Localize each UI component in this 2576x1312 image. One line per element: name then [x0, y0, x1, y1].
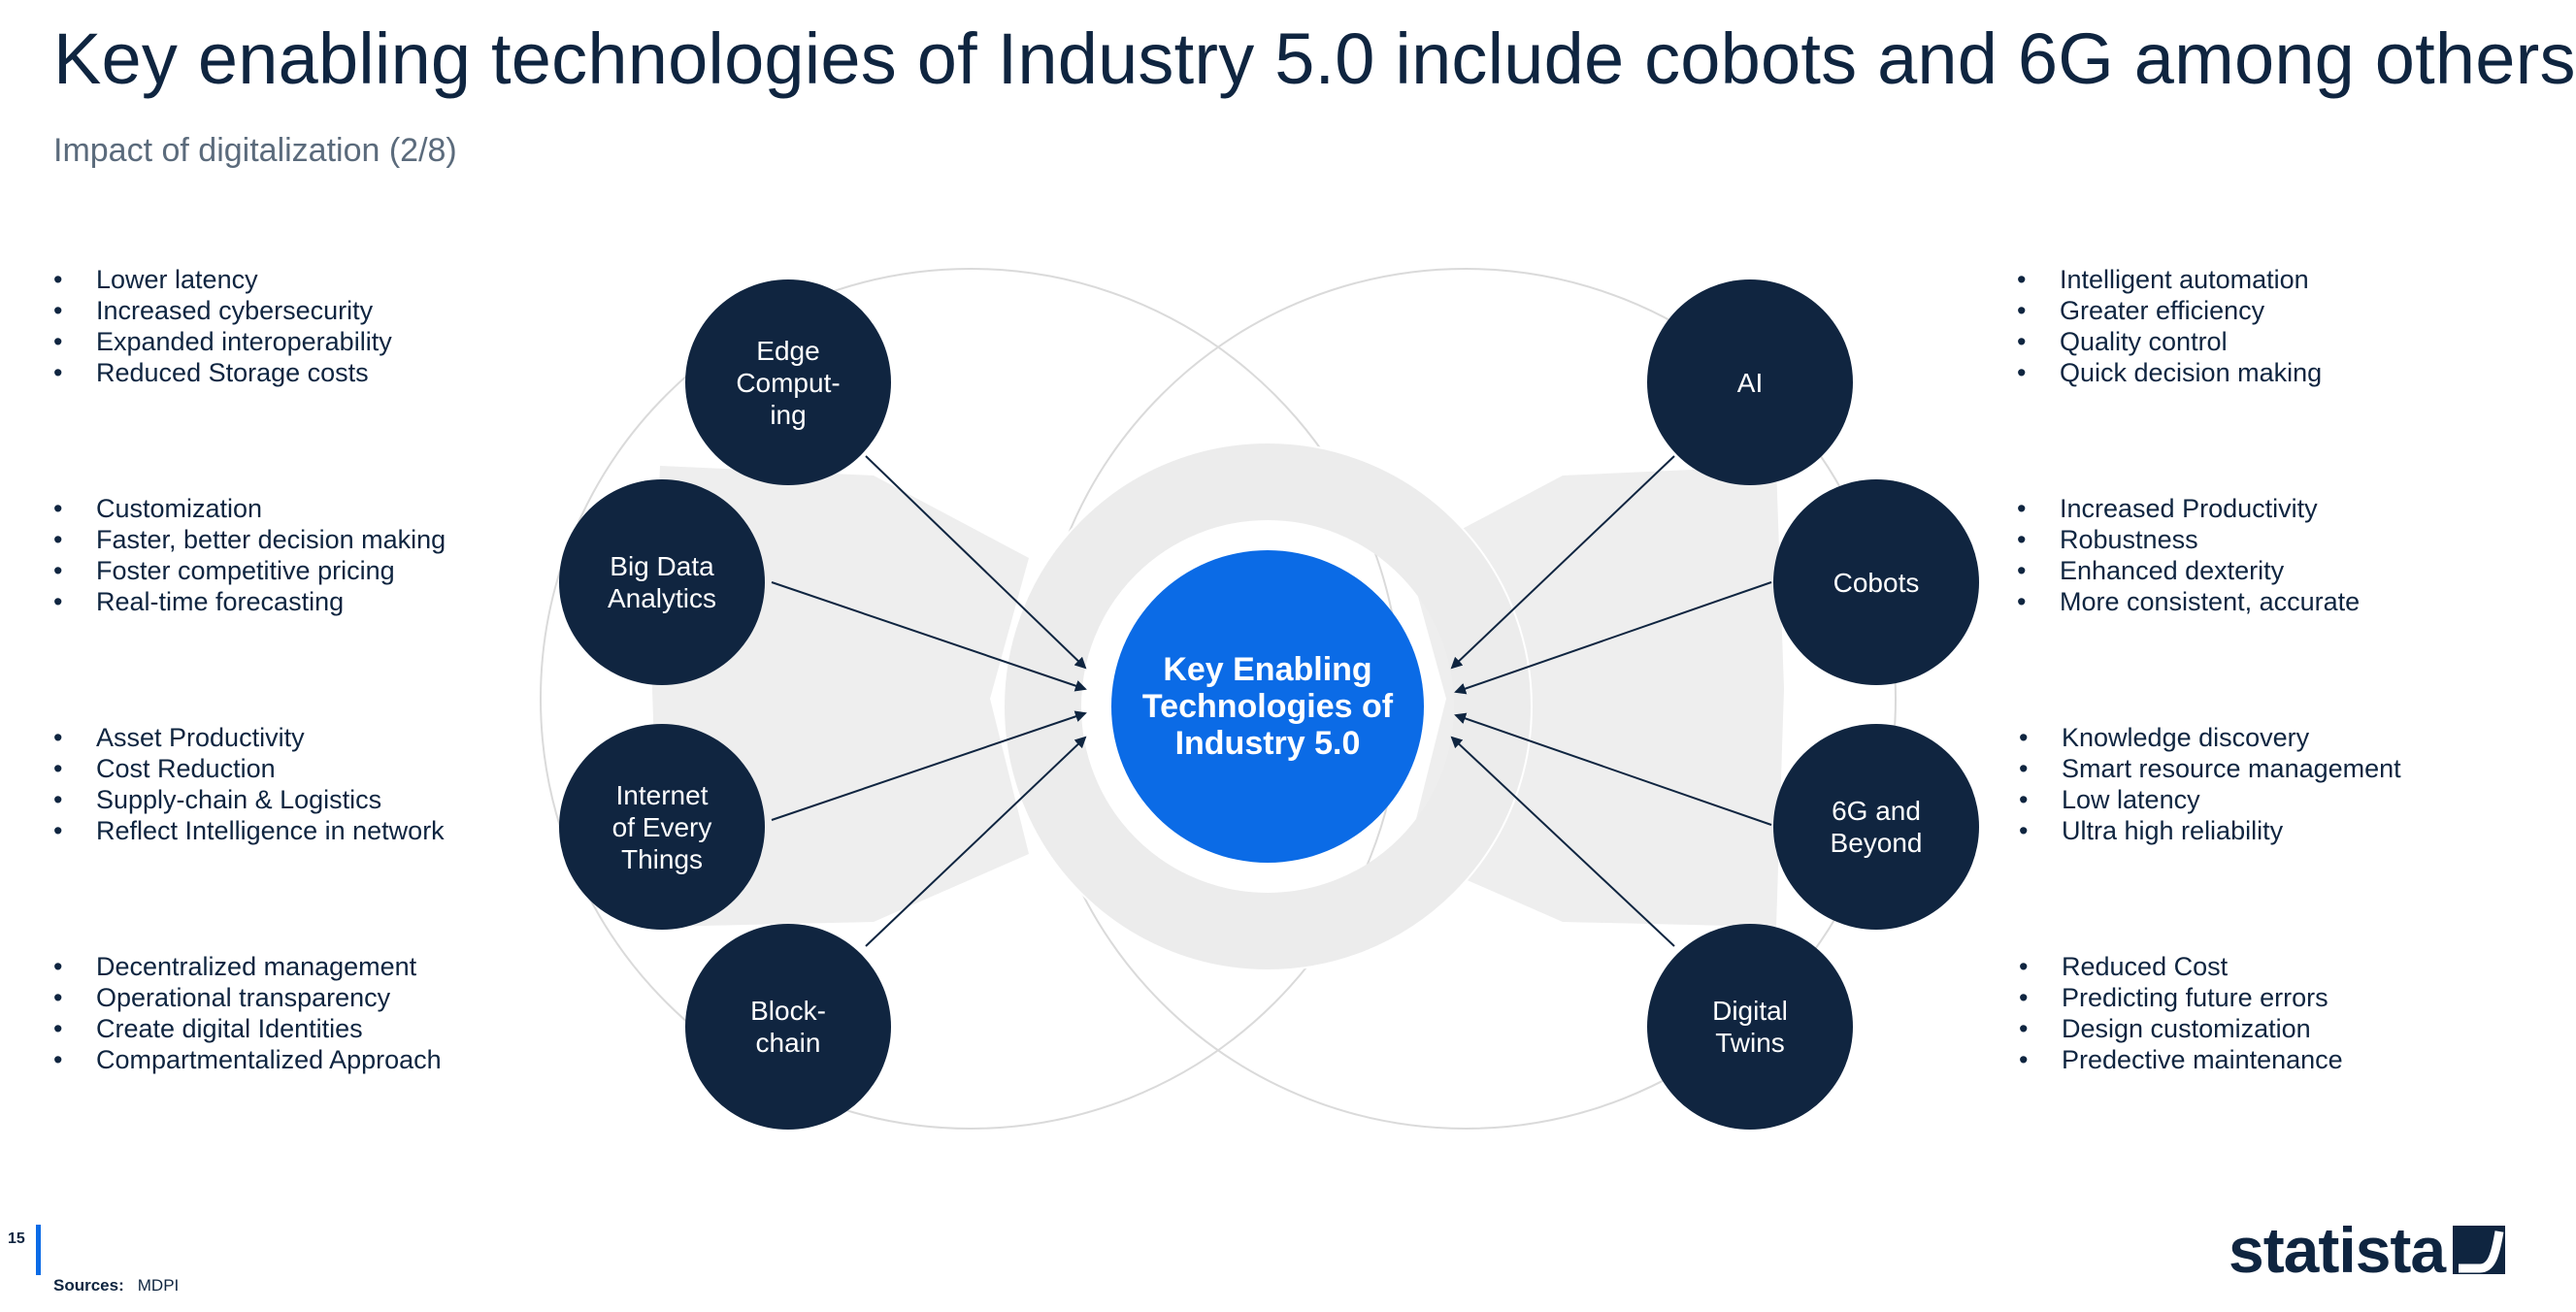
node-digital-twins: Digital Twins: [1647, 924, 1853, 1130]
list-item: Operational transparency: [53, 982, 442, 1013]
list-item: Create digital Identities: [53, 1013, 442, 1044]
arrow-blockchain: [865, 736, 1087, 947]
list-item: Supply-chain & Logistics: [53, 784, 445, 815]
statista-logo[interactable]: statista: [2229, 1213, 2506, 1287]
page-title: Key enabling technologies of Industry 5.…: [53, 18, 2576, 99]
sources-value: MDPI: [137, 1276, 180, 1295]
list-item: Predicting future errors: [2019, 982, 2343, 1013]
center-ring: [1004, 443, 1532, 970]
list-item: Reduced Storage costs: [53, 357, 392, 388]
arrow-iot: [771, 710, 1087, 821]
arrow-ai: [1450, 455, 1675, 670]
list-item: Intelligent automation: [2017, 264, 2322, 295]
list-item: Cost Reduction: [53, 753, 445, 784]
list-item: Reflect Intelligence in network: [53, 815, 445, 846]
list-item: Asset Productivity: [53, 722, 445, 753]
list-item: Quick decision making: [2017, 357, 2322, 388]
list-item: Foster competitive pricing: [53, 555, 446, 586]
list-item: Greater efficiency: [2017, 295, 2322, 326]
list-item: Knowledge discovery: [2019, 722, 2401, 753]
benefits-digital-twins: Reduced Cost Predicting future errors De…: [2019, 951, 2343, 1075]
logo-text: statista: [2229, 1214, 2446, 1286]
footer-accent-bar: [36, 1225, 41, 1275]
arrow-bigdata: [771, 581, 1087, 692]
logo-mark-icon: [2453, 1226, 2506, 1274]
arrow-digitaltwins: [1450, 736, 1675, 947]
node-ai: AI: [1647, 279, 1853, 485]
benefits-6g: Knowledge discovery Smart resource manag…: [2019, 722, 2401, 846]
arrow-cobots: [1454, 581, 1772, 695]
page-subtitle: Impact of digitalization (2/8): [53, 132, 457, 169]
node-cobots: Cobots: [1773, 479, 1979, 685]
list-item: Low latency: [2019, 784, 2401, 815]
benefits-big-data: Customization Faster, better decision ma…: [53, 493, 446, 617]
list-item: Lower latency: [53, 264, 392, 295]
list-item: More consistent, accurate: [2017, 586, 2360, 617]
list-item: Design customization: [2019, 1013, 2343, 1044]
list-item: Smart resource management: [2019, 753, 2401, 784]
node-blockchain: Block- chain: [685, 924, 891, 1130]
page-number: 15: [8, 1230, 25, 1247]
list-item: Robustness: [2017, 524, 2360, 555]
list-item: Quality control: [2017, 326, 2322, 357]
benefits-blockchain: Decentralized management Operational tra…: [53, 951, 442, 1075]
list-item: Reduced Cost: [2019, 951, 2343, 982]
sources: Sources: MDPI: [53, 1276, 179, 1296]
node-edge-computing: Edge Comput- ing: [685, 279, 891, 485]
list-item: Real-time forecasting: [53, 586, 446, 617]
list-item: Predective maintenance: [2019, 1044, 2343, 1075]
list-item: Decentralized management: [53, 951, 442, 982]
arrow-edge: [865, 455, 1087, 670]
node-big-data-analytics: Big Data Analytics: [559, 479, 765, 685]
list-item: Increased Productivity: [2017, 493, 2360, 524]
center-node: Key Enabling Technologies of Industry 5.…: [1111, 550, 1424, 863]
benefits-iot: Asset Productivity Cost Reduction Supply…: [53, 722, 445, 846]
benefits-edge-computing: Lower latency Increased cybersecurity Ex…: [53, 264, 392, 388]
node-6g-and-beyond: 6G and Beyond: [1773, 724, 1979, 930]
list-item: Customization: [53, 493, 446, 524]
sources-label: Sources:: [53, 1276, 124, 1295]
list-item: Faster, better decision making: [53, 524, 446, 555]
benefits-ai: Intelligent automation Greater efficienc…: [2017, 264, 2322, 388]
list-item: Expanded interoperability: [53, 326, 392, 357]
benefits-cobots: Increased Productivity Robustness Enhanc…: [2017, 493, 2360, 617]
center-ring-inner: [1003, 442, 1533, 971]
list-item: Enhanced dexterity: [2017, 555, 2360, 586]
list-item: Compartmentalized Approach: [53, 1044, 442, 1075]
node-internet-of-every-things: Internet of Every Things: [559, 724, 765, 930]
list-item: Ultra high reliability: [2019, 815, 2401, 846]
arrow-6g: [1454, 712, 1772, 826]
list-item: Increased cybersecurity: [53, 295, 392, 326]
